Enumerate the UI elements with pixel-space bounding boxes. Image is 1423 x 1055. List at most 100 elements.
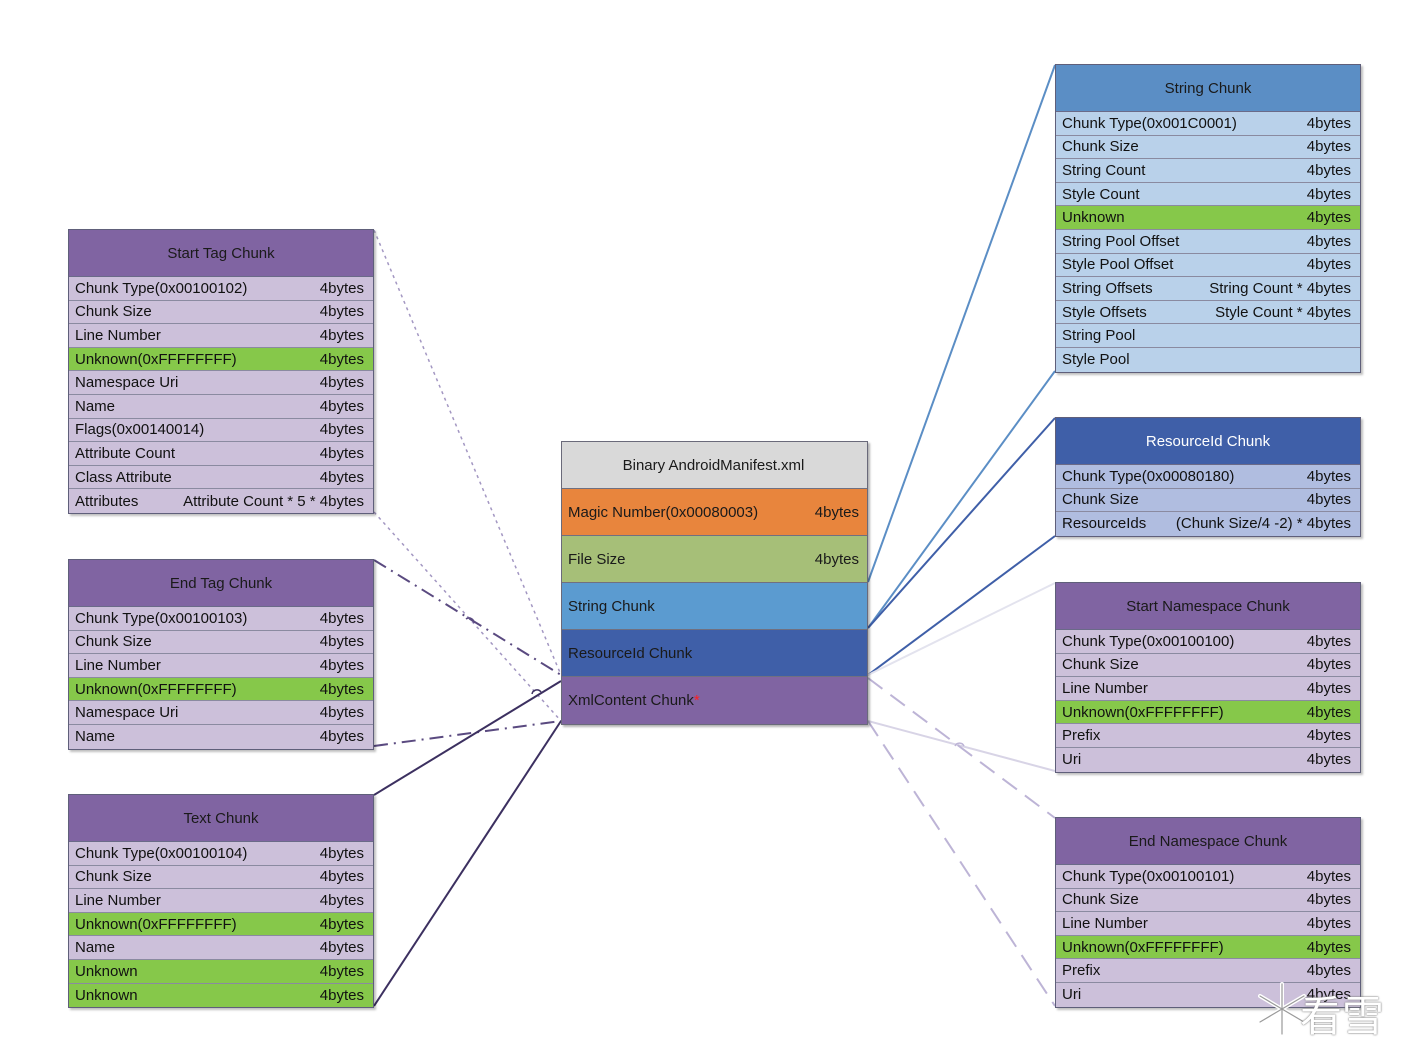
field-size: 4bytes bbox=[1306, 751, 1351, 769]
connector-end-tag-bottom bbox=[373, 720, 562, 747]
field-name: Uri bbox=[1062, 751, 1082, 769]
connector-endns-top bbox=[867, 677, 1056, 819]
field-name: Name bbox=[75, 939, 116, 957]
field-name: String Count bbox=[1062, 161, 1146, 179]
field-size: 4bytes bbox=[1306, 962, 1351, 980]
table-row: Chunk Type(0x001C0001) 4bytes bbox=[1056, 112, 1360, 136]
field-name: Attributes bbox=[75, 492, 139, 510]
field-size: 4bytes bbox=[1306, 656, 1351, 674]
table-row: Attributes Attribute Count * 5 * 4bytes bbox=[69, 489, 373, 513]
field-size: 4bytes bbox=[1306, 914, 1351, 932]
field-name: String Pool Offset bbox=[1062, 232, 1180, 250]
field-size: 4bytes bbox=[319, 891, 364, 909]
field-size: 4bytes bbox=[1306, 491, 1351, 509]
field-name: Chunk Size bbox=[75, 633, 152, 651]
field-name: Chunk Size bbox=[1062, 491, 1139, 509]
field-size: 4bytes bbox=[319, 350, 364, 368]
field-size: 4bytes bbox=[319, 444, 364, 462]
field-name: Chunk Type(0x001C0001) bbox=[1062, 114, 1237, 132]
row-value: 4bytes bbox=[814, 503, 859, 521]
table-header: End Tag Chunk bbox=[69, 560, 373, 607]
connector-hop-1 bbox=[465, 617, 475, 624]
field-size: 4bytes bbox=[1306, 161, 1351, 179]
table-row: Unknown 4bytes bbox=[69, 959, 373, 984]
field-name: Chunk Size bbox=[75, 303, 152, 321]
connector-resource-bottom bbox=[867, 535, 1056, 676]
field-name: Chunk Size bbox=[1062, 891, 1139, 909]
field-size: 4bytes bbox=[1306, 679, 1351, 697]
field-name: Chunk Type(0x00100102) bbox=[75, 279, 248, 297]
field-name: Style Pool Offset bbox=[1062, 256, 1174, 274]
field-size: Attribute Count * 5 * 4bytes bbox=[183, 492, 364, 510]
field-name: Chunk Size bbox=[1062, 138, 1139, 156]
connector-startns-top bbox=[867, 582, 1056, 676]
table-row: ResourceIds(Chunk Size/4 -2) * 4bytes bbox=[1056, 512, 1360, 536]
connector-start-tag-bottom bbox=[373, 511, 562, 722]
field-name: Unknown(0xFFFFFFFF) bbox=[75, 680, 237, 698]
field-name: String Pool bbox=[1062, 327, 1136, 345]
table-row: Unknown(0xFFFFFFFF) 4bytes bbox=[69, 347, 373, 372]
field-name: Unknown bbox=[75, 986, 138, 1004]
field-size: 4bytes bbox=[1306, 185, 1351, 203]
table-row: Style Pool bbox=[1056, 347, 1360, 372]
field-name: Chunk Type(0x00100103) bbox=[75, 609, 248, 627]
field-name: Chunk Size bbox=[1062, 656, 1139, 674]
field-name: Chunk Type(0x00100100) bbox=[1062, 632, 1235, 650]
field-name: Unknown(0xFFFFFFFF) bbox=[75, 350, 237, 368]
table-row: String Count 4bytes bbox=[1056, 159, 1360, 183]
string-chunk-row: String Chunk bbox=[562, 583, 867, 630]
field-size: 4bytes bbox=[1306, 114, 1351, 132]
table-row: Chunk Type(0x00100104)4bytes bbox=[69, 842, 373, 866]
connector-hop-2 bbox=[531, 689, 542, 695]
field-size: 4bytes bbox=[319, 633, 364, 651]
connector-end-tag-top bbox=[373, 559, 562, 676]
table-header: End Namespace Chunk bbox=[1056, 818, 1360, 865]
field-size: 4bytes bbox=[319, 962, 364, 980]
field-size: 4bytes bbox=[319, 868, 364, 886]
field-name: Unknown bbox=[75, 962, 138, 980]
field-size: Style Count * 4bytes bbox=[1215, 303, 1351, 321]
row-label: ResourceId Chunk bbox=[568, 644, 693, 662]
binary-manifest-box: Binary AndroidManifest.xml Magic Number(… bbox=[561, 441, 868, 725]
field-name: Unknown(0xFFFFFFFF) bbox=[75, 915, 237, 933]
required-marker: * bbox=[693, 692, 700, 709]
field-size: 4bytes bbox=[319, 374, 364, 392]
field-size: 4bytes bbox=[1306, 232, 1351, 250]
field-size: 4bytes bbox=[319, 915, 364, 933]
table-row: Chunk Type(0x00100101)4bytes bbox=[1056, 865, 1360, 889]
field-size: (Chunk Size/4 -2) * 4bytes bbox=[1175, 515, 1351, 533]
field-name: Attribute Count bbox=[75, 444, 176, 462]
field-size: 4bytes bbox=[319, 680, 364, 698]
field-size: 4bytes bbox=[1306, 891, 1351, 909]
field-name: String Offsets bbox=[1062, 279, 1153, 297]
field-name: Style Pool bbox=[1062, 351, 1130, 369]
field-name: Chunk Type(0x00100104) bbox=[75, 844, 248, 862]
watermark-text: 看雪 bbox=[1300, 992, 1385, 1041]
connector-startns-bottom bbox=[867, 720, 1056, 772]
connector-hop-3 bbox=[954, 742, 965, 747]
table-row: Chunk Size 4bytes bbox=[1056, 488, 1360, 513]
field-name: Flags(0x00140014) bbox=[75, 421, 205, 439]
field-size: 4bytes bbox=[1306, 867, 1351, 885]
field-size: 4bytes bbox=[1306, 986, 1351, 1004]
connector-start-tag-top bbox=[373, 229, 562, 676]
table-row: Unknown(0xFFFFFFFF)4bytes bbox=[1056, 935, 1360, 960]
table-header: Text Chunk bbox=[69, 795, 373, 842]
table-row: Unknown(0xFFFFFFFF)4bytes bbox=[1056, 700, 1360, 725]
table-row: Uri 4bytes bbox=[1056, 747, 1360, 772]
field-name: Name bbox=[75, 728, 116, 746]
